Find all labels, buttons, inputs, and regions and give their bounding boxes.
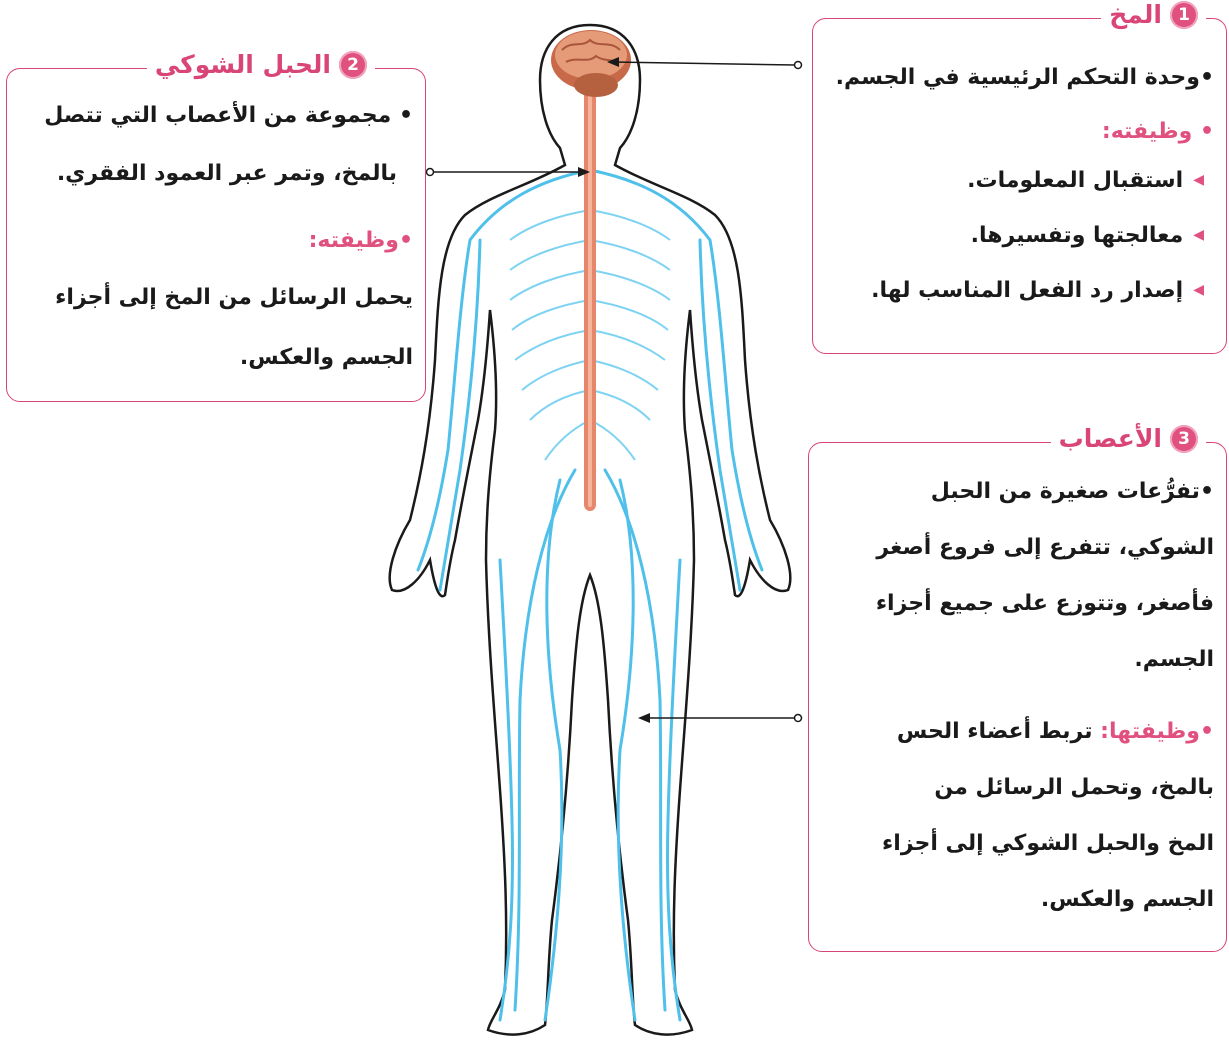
brain-title: المخ <box>1109 0 1162 29</box>
spinal-function-line: يحمل الرسائل من المخ إلى أجزاء <box>55 281 413 314</box>
nerves-title: الأعصاب <box>1059 424 1162 453</box>
spinal-desc-line: بالمخ، وتمر عبر العمود الفقري. <box>57 157 397 190</box>
spinal-function-label-row: •وظيفته: <box>309 224 413 257</box>
brain-desc: وحدة التحكم الرئيسية في الجسم. <box>836 65 1200 90</box>
nerves-function-line: بالمخ، وتحمل الرسائل من <box>934 771 1214 804</box>
number-badge: 3 <box>1170 425 1198 453</box>
triangle-bullet-icon: ◀ <box>1193 225 1204 246</box>
nerves-function-line: الجسم والعكس. <box>1041 883 1214 916</box>
brain-function-item: ◀ معالجتها وتفسيرها. <box>971 219 1204 252</box>
number-badge: 2 <box>339 51 367 79</box>
spinal-desc-line: • مجموعة من الأعصاب التي تتصل <box>44 99 413 132</box>
nerves-desc-line: الشوكي، تتفرع إلى فروع أصغر <box>876 531 1214 564</box>
nerves-box: 3 الأعصاب •تفرُّعات صغيرة من الحبل الشوك… <box>808 442 1227 952</box>
nerves-function-line: المخ والحبل الشوكي إلى أجزاء <box>882 827 1214 860</box>
spinal-title: الحبل الشوكي <box>155 50 331 79</box>
brain-desc-row: •وحدة التحكم الرئيسية في الجسم. <box>836 61 1214 94</box>
nerves-header: 3 الأعصاب <box>1051 424 1206 453</box>
spinal-function-line: الجسم والعكس. <box>240 341 413 374</box>
brain-function-item: ◀ استقبال المعلومات. <box>967 164 1204 197</box>
nerves-desc-line: الجسم. <box>1134 643 1214 676</box>
brain-header: 1 المخ <box>1101 0 1206 29</box>
brain-box: 1 المخ •وحدة التحكم الرئيسية في الجسم. •… <box>812 18 1227 354</box>
nerves-desc-line: •تفرُّعات صغيرة من الحبل <box>931 475 1214 508</box>
brain-function-label: وظيفته: <box>1102 119 1192 144</box>
nerves-function-label: وظيفتها: <box>1100 719 1200 744</box>
spinal-function-label: وظيفته: <box>309 228 399 253</box>
triangle-bullet-icon: ◀ <box>1193 170 1204 191</box>
brain-function-item: ◀ إصدار رد الفعل المناسب لها. <box>871 274 1204 307</box>
triangle-bullet-icon: ◀ <box>1193 280 1204 301</box>
nerves-desc-line: فأصغر، وتتوزع على جميع أجزاء <box>876 587 1214 620</box>
nerves-function-row: •وظيفتها: تربط أعضاء الحس <box>897 715 1214 748</box>
number-badge: 1 <box>1170 1 1198 29</box>
spinal-box: 2 الحبل الشوكي • مجموعة من الأعصاب التي … <box>6 68 426 402</box>
spinal-header: 2 الحبل الشوكي <box>147 50 375 79</box>
brain-function-label-row: • وظيفته: <box>1102 115 1214 148</box>
